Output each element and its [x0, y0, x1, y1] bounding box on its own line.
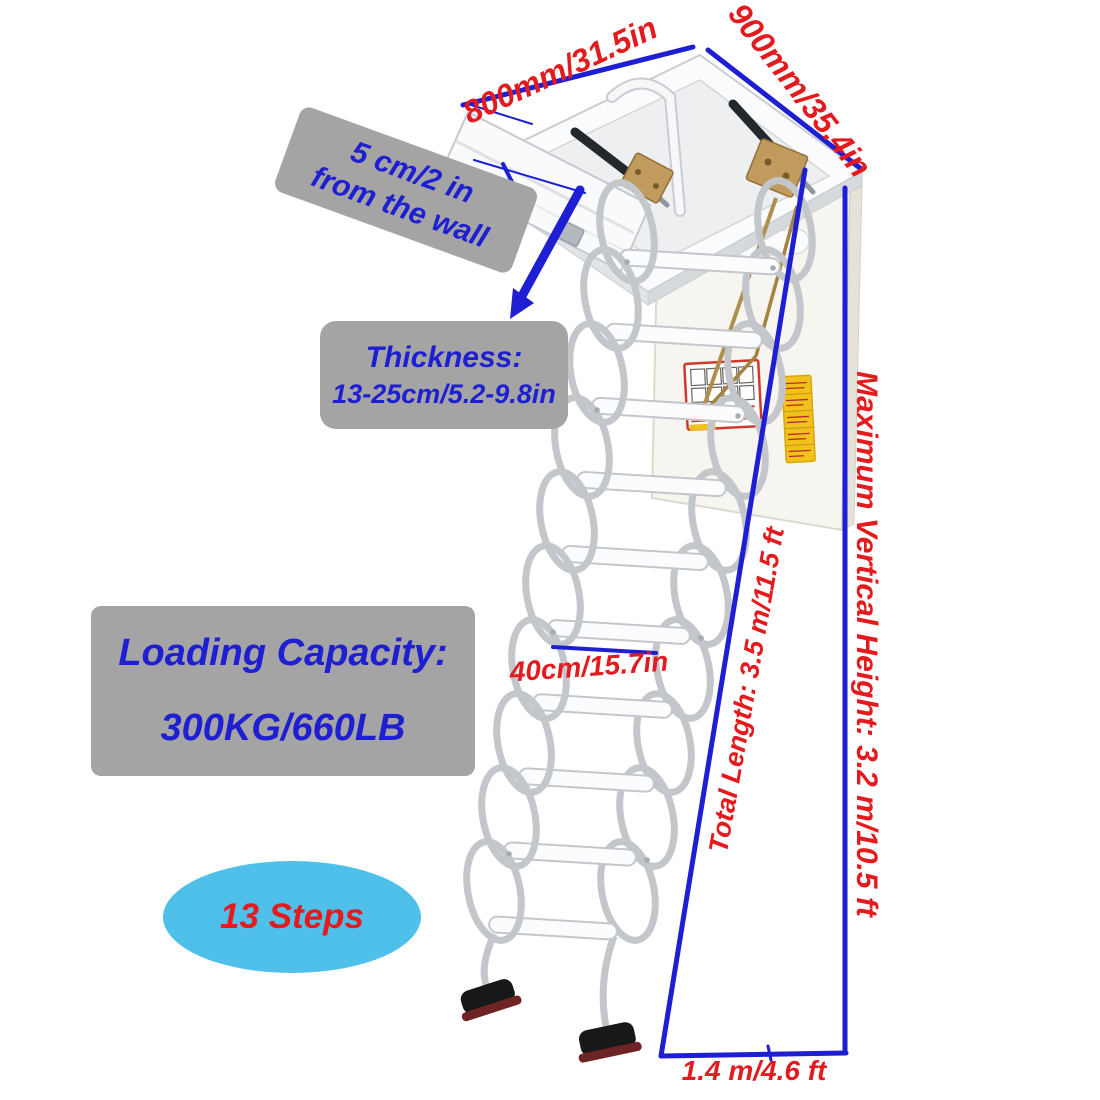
thickness-label: Thickness: 13-25cm/5.2-9.8in [320, 321, 568, 429]
pivot-bolts [506, 259, 776, 863]
warning-sticker [781, 374, 816, 464]
floor-span-tick [766, 1044, 773, 1062]
wall-leader-line-2 [473, 159, 586, 194]
steps-count-badge: 13 Steps [163, 861, 421, 973]
dim-line-800mm [460, 44, 696, 108]
scissor-ladder [460, 177, 816, 1063]
loading-capacity-line2: 300KG/660LB [160, 707, 406, 749]
floor-span-line [658, 1050, 849, 1059]
thickness-arrow [510, 185, 585, 319]
arrowhead-down [510, 288, 534, 319]
dimension-lines [460, 44, 863, 1062]
ladder-foot-right [578, 1022, 642, 1063]
thickness-line2: 13-25cm/5.2-9.8in [332, 378, 556, 409]
ladder-foot-left [460, 979, 522, 1022]
step-width-line [551, 645, 658, 655]
total-length-line [658, 167, 808, 1059]
max-height-label: Maximum Vertical Height: 3.2 m/10.5 ft [850, 371, 883, 917]
scissor-rail-right [597, 177, 816, 1033]
wall-leader-line-1 [467, 103, 533, 125]
dim-line-900mm [705, 47, 863, 171]
ladder-steps [488, 248, 781, 941]
thickness-line1: Thickness: [365, 340, 523, 374]
handrail [606, 77, 686, 217]
floor-span-label: 1.4 m/4.6 ft [681, 1055, 827, 1086]
steps-count-text: 13 Steps [220, 897, 364, 936]
loading-capacity-label: Loading Capacity: 300KG/660LB [91, 606, 475, 776]
loading-capacity-line1: Loading Capacity: [118, 632, 448, 674]
scissor-rail-left [463, 179, 658, 994]
